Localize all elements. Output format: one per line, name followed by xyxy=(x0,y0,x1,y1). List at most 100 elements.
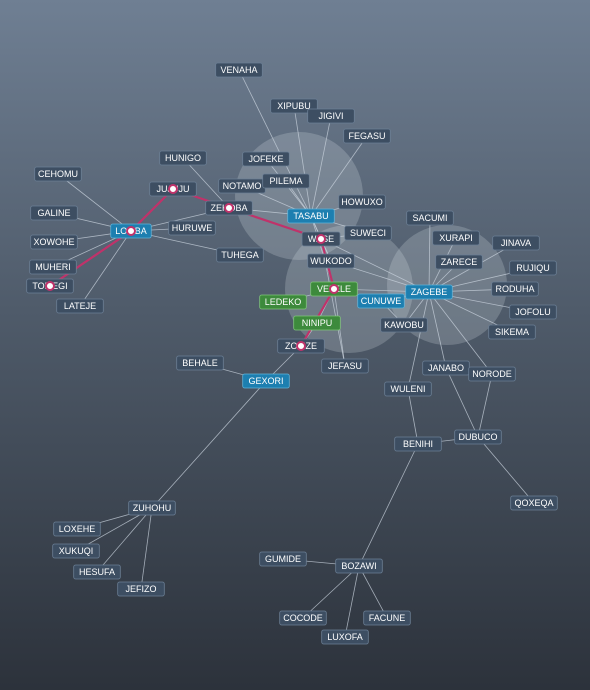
graph-node-notamo[interactable]: NOTAMO xyxy=(218,178,266,194)
graph-node-xurapi[interactable]: XURAPI xyxy=(432,230,480,246)
graph-node-suweci[interactable]: SUWECI xyxy=(344,225,392,241)
node-box xyxy=(454,429,502,445)
path-marker-icon xyxy=(224,203,234,213)
node-label: JANABO xyxy=(428,363,464,373)
graph-node-jofeke[interactable]: JOFEKE xyxy=(242,151,290,167)
graph-node-benihi[interactable]: BENIHI xyxy=(394,436,442,452)
graph-node-cocode[interactable]: COCODE xyxy=(279,610,327,626)
graph-node-lomba[interactable]: LOMBA xyxy=(110,223,152,239)
graph-node-wukodo[interactable]: WUKODO xyxy=(307,253,355,269)
graph-node-roduha[interactable]: RODUHA xyxy=(491,281,539,297)
graph-node-venaha[interactable]: VENAHA xyxy=(215,62,263,78)
graph-node-ninipu[interactable]: NINIPU xyxy=(293,315,341,331)
graph-node-kawobu[interactable]: KAWOBU xyxy=(380,317,428,333)
graph-node-bozawi[interactable]: BOZAWI xyxy=(335,558,383,574)
graph-edge xyxy=(238,69,312,217)
node-box xyxy=(384,381,432,397)
graph-node-jujuju[interactable]: JUJUJU xyxy=(149,181,197,197)
graph-node-tomegi[interactable]: TOMEGI xyxy=(26,278,74,294)
node-label: XURAPI xyxy=(439,233,473,243)
graph-node-muheri[interactable]: MUHERI xyxy=(29,259,77,275)
node-label: JEFIZO xyxy=(126,584,157,594)
graph-node-wuleni[interactable]: WULENI xyxy=(384,381,432,397)
graph-node-gumide[interactable]: GUMIDE xyxy=(259,551,307,567)
graph-node-facune[interactable]: FACUNE xyxy=(363,610,411,626)
node-label: NORODE xyxy=(472,369,512,379)
graph-edge xyxy=(344,565,360,638)
node-label: RODUHA xyxy=(495,284,534,294)
graph-node-xowohe[interactable]: XOWOHE xyxy=(30,234,78,250)
graph-node-zagebe[interactable]: ZAGEBE xyxy=(405,284,453,300)
graph-node-loxehe[interactable]: LOXEHE xyxy=(53,521,101,537)
node-box xyxy=(335,558,383,574)
graph-node-zehoba[interactable]: ZEHOBA xyxy=(205,200,253,216)
graph-node-jefasu[interactable]: JEFASU xyxy=(321,358,369,374)
graph-node-velele[interactable]: VELELE xyxy=(310,281,358,297)
graph-node-dubuco[interactable]: DUBUCO xyxy=(454,429,502,445)
graph-edge xyxy=(407,291,430,390)
node-label: XUKUQI xyxy=(59,546,94,556)
graph-node-tasabu[interactable]: TASABU xyxy=(287,208,335,224)
graph-node-xipubu[interactable]: XIPUBU xyxy=(270,98,318,114)
graph-edge xyxy=(477,373,493,438)
graph-node-lateje[interactable]: LATEJE xyxy=(56,298,104,314)
node-label: HOWUXO xyxy=(341,197,383,207)
graph-node-luxofa[interactable]: LUXOFA xyxy=(321,629,369,645)
graph-node-tuhega[interactable]: TUHEGA xyxy=(216,247,264,263)
graph-node-jofolu[interactable]: JOFOLU xyxy=(509,304,557,320)
node-box xyxy=(168,220,216,236)
graph-node-janabo[interactable]: JANABO xyxy=(422,360,470,376)
graph-edge xyxy=(293,105,312,217)
graph-node-fegasu[interactable]: FEGASU xyxy=(343,128,391,144)
node-box xyxy=(30,234,78,250)
graph-node-sikema[interactable]: SIKEMA xyxy=(488,324,536,340)
node-box xyxy=(176,355,224,371)
graph-edge xyxy=(182,157,230,209)
node-label: HURUWE xyxy=(172,223,213,233)
graph-node-pilema[interactable]: PILEMA xyxy=(262,173,310,189)
node-box xyxy=(293,315,341,331)
graph-node-ledeko[interactable]: LEDEKO xyxy=(259,294,307,310)
graph-node-zarece[interactable]: ZARECE xyxy=(435,254,483,270)
graph-node-behale[interactable]: BEHALE xyxy=(176,355,224,371)
node-label: BENIHI xyxy=(403,439,433,449)
graph-node-sacumi[interactable]: SACUMI xyxy=(406,210,454,226)
graph-node-wase[interactable]: WASE xyxy=(301,231,341,247)
node-box xyxy=(159,150,207,166)
graph-edge xyxy=(140,507,153,590)
node-box xyxy=(488,324,536,340)
graph-node-qoxeqa[interactable]: QOXEQA xyxy=(510,495,558,511)
graph-node-jinava[interactable]: JINAVA xyxy=(492,235,540,251)
node-box xyxy=(357,293,405,309)
graph-node-jigivi[interactable]: JIGIVI xyxy=(307,108,355,124)
node-box xyxy=(468,366,516,382)
graph-node-gexori[interactable]: GEXORI xyxy=(242,373,290,389)
graph-node-howuxo[interactable]: HOWUXO xyxy=(338,194,386,210)
node-label: SIKEMA xyxy=(495,327,529,337)
graph-node-hesufa[interactable]: HESUFA xyxy=(73,564,121,580)
graph-node-cunuwe[interactable]: CUNUWE xyxy=(357,293,405,309)
graph-node-zozize[interactable]: ZOZIZE xyxy=(277,338,325,354)
node-box xyxy=(363,610,411,626)
node-label: RUJIQU xyxy=(516,263,550,273)
graph-node-huruwe[interactable]: HURUWE xyxy=(168,220,216,236)
graph-node-rujiqu[interactable]: RUJIQU xyxy=(509,260,557,276)
graph-node-jefizo[interactable]: JEFIZO xyxy=(117,581,165,597)
graph-node-hunigo[interactable]: HUNIGO xyxy=(159,150,207,166)
node-box xyxy=(307,108,355,124)
node-label: NINIPU xyxy=(302,318,333,328)
node-box xyxy=(287,208,335,224)
graph-node-galine[interactable]: GALINE xyxy=(30,205,78,221)
graph-node-cehomu[interactable]: CEHOMU xyxy=(34,166,82,182)
path-marker-icon xyxy=(296,341,306,351)
graph-node-norode[interactable]: NORODE xyxy=(468,366,516,382)
node-label: JINAVA xyxy=(501,238,531,248)
node-box xyxy=(405,284,453,300)
node-label: QOXEQA xyxy=(514,498,553,508)
graph-node-zuhohu[interactable]: ZUHOHU xyxy=(128,500,176,516)
node-box xyxy=(216,247,264,263)
node-box xyxy=(432,230,480,246)
graph-node-xukuqi[interactable]: XUKUQI xyxy=(52,543,100,559)
node-label: CUNUWE xyxy=(361,296,402,306)
